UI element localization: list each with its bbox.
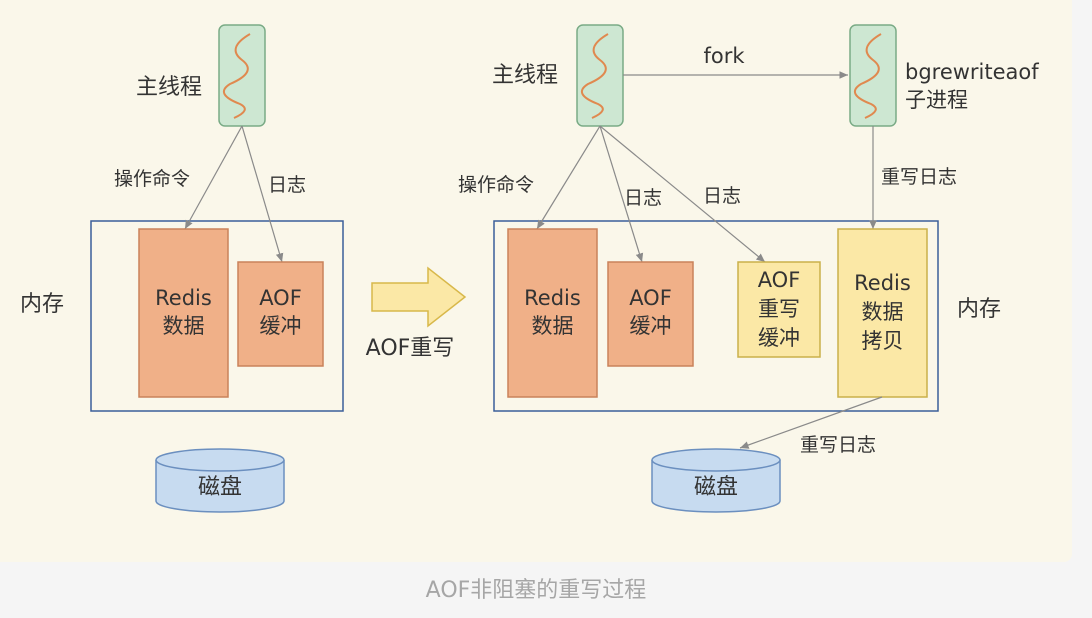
left-aof-line1: AOF [259, 286, 302, 310]
right-log-label-1: 日志 [624, 187, 662, 209]
right-child-label-2: 子进程 [905, 88, 968, 112]
right-child-label-1: bgrewriteaof [905, 60, 1039, 84]
right-redis-line2: 数据 [532, 314, 574, 338]
left-disk-icon [155, 448, 285, 513]
left-section: 内存 主线程 操作命令 日志 Redis 数据 AOF 缓冲 [20, 24, 344, 513]
figure-caption: AOF非阻塞的重写过程 [425, 578, 647, 603]
right-copy-line1: Redis [854, 271, 911, 295]
left-redis-line2: 数据 [163, 314, 205, 338]
right-rewrite-log-label: 重写日志 [881, 166, 957, 188]
right-copy-line3: 拷贝 [862, 329, 904, 353]
transition-label: AOF重写 [366, 336, 455, 361]
right-disk-arrow [739, 396, 883, 449]
right-copy-line2: 数据 [862, 300, 904, 324]
left-redis-data-box [138, 228, 229, 398]
left-op-label: 操作命令 [114, 168, 190, 190]
right-disk-icon [651, 448, 781, 513]
right-aof-line2: 缓冲 [630, 314, 672, 338]
right-disk-label: 磁盘 [694, 475, 738, 500]
right-disk-rewrite-label: 重写日志 [800, 434, 876, 456]
left-main-thread-icon [218, 24, 266, 127]
thread-squiggle-icon [222, 33, 251, 119]
thread-squiggle-icon [580, 33, 609, 119]
right-log-label-2: 日志 [703, 185, 741, 207]
transition-arrow-icon [371, 266, 467, 328]
left-log-label: 日志 [268, 174, 306, 196]
left-aof-buffer-box [237, 261, 324, 367]
right-child-thread-icon [849, 24, 897, 127]
right-section: 内存 主线程 bgrewriteaof 子进程 fork 操作命令 日志 [458, 24, 1039, 513]
fork-label: fork [703, 44, 745, 68]
right-log-arrow-1 [599, 125, 644, 263]
left-op-arrow [184, 125, 243, 230]
right-aof-rw-line1: AOF [758, 268, 801, 292]
left-log-arrow [241, 125, 284, 263]
thread-squiggle-icon [853, 33, 882, 119]
right-redis-data-box [507, 228, 598, 398]
right-aof-rw-line2: 重写 [758, 297, 800, 321]
left-memory-frame [90, 220, 344, 412]
right-thread-label: 主线程 [492, 63, 558, 88]
right-log-arrow-2 [599, 125, 766, 263]
left-aof-line2: 缓冲 [260, 314, 302, 338]
right-main-thread-icon [576, 24, 624, 127]
right-aof-line1: AOF [629, 286, 672, 310]
left-disk-label: 磁盘 [198, 475, 242, 500]
right-redis-copy-box [837, 228, 928, 398]
right-aof-buffer-box [607, 261, 694, 367]
right-redis-line1: Redis [524, 286, 581, 310]
right-op-arrow [536, 125, 601, 230]
right-memory-label: 内存 [957, 297, 1001, 322]
right-aof-rw-line3: 缓冲 [758, 326, 800, 350]
right-aof-rewrite-buffer-box [737, 261, 821, 358]
left-memory-label: 内存 [20, 292, 64, 317]
right-op-label: 操作命令 [458, 174, 534, 196]
left-thread-label: 主线程 [136, 75, 202, 100]
left-redis-line1: Redis [155, 286, 212, 310]
